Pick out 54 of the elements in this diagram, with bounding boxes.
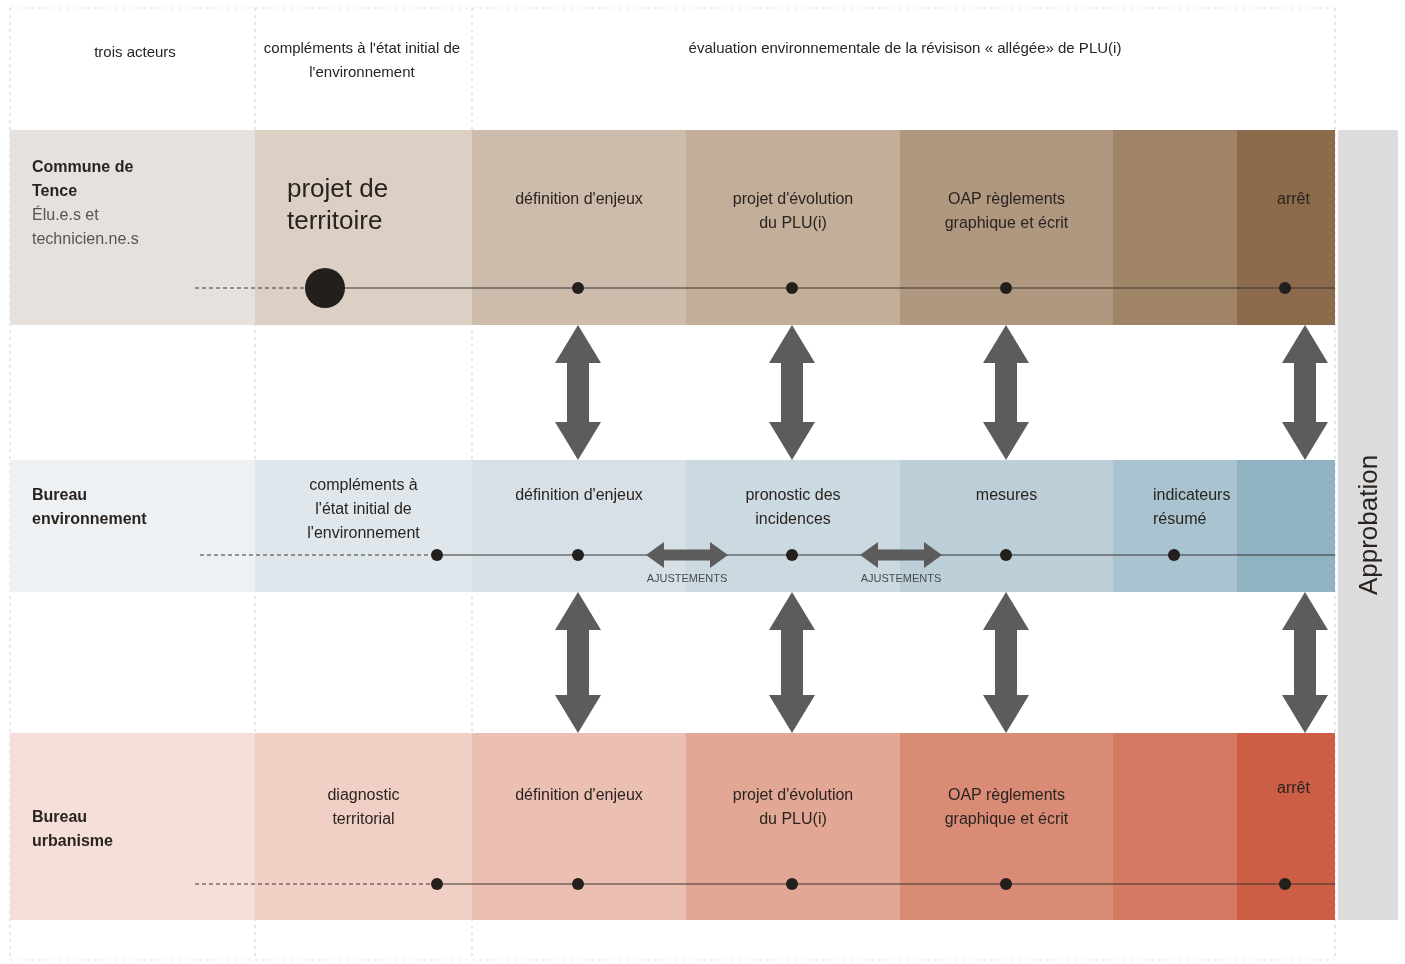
column-header: évaluation environnementale de la révisison « allégée» de PLU(i) (687, 38, 1123, 58)
approval-band (1338, 130, 1398, 920)
edge-label: AJUSTEMENTS (646, 572, 728, 584)
edge-label: AJUSTEMENTS (860, 572, 942, 584)
double-arrow (555, 592, 601, 733)
phase-label: projet d'évolution du PLU(i) (731, 785, 855, 829)
phase-cell (472, 733, 686, 920)
actor-cell (10, 460, 255, 592)
phase-label: arrêt (1276, 189, 1311, 209)
phase-label: indicateurs résumé (1152, 485, 1232, 529)
phase-cell (472, 130, 686, 325)
phase-cell (1237, 733, 1335, 920)
double-arrow (769, 592, 815, 733)
band-label: Approbation (1352, 454, 1384, 596)
phase-cell (1237, 130, 1335, 325)
phase-label: OAP règlements graphique et écrit (943, 785, 1070, 829)
empty-phase-cell (1113, 130, 1237, 325)
phase-cell (255, 733, 472, 920)
phase-label: diagnostic territorial (326, 785, 401, 829)
double-arrow (769, 325, 815, 460)
empty-phase-cell (1113, 733, 1237, 920)
phase-label: définition d'enjeux (514, 785, 644, 805)
double-arrow (983, 592, 1029, 733)
column-header: compléments à l'état initial de l'environnement (262, 38, 462, 82)
phase-label: arrêt (1276, 778, 1311, 798)
phase-label: projet de territoire (286, 172, 390, 236)
actor-role: Élu.e.s et technicien.ne.s (32, 204, 140, 249)
phase-label: définition d'enjeux (514, 189, 644, 209)
column-header: trois acteurs (93, 42, 177, 62)
actor-name: Bureau environnement (32, 485, 148, 529)
actor-cell (10, 733, 255, 920)
double-arrow (983, 325, 1029, 460)
double-arrow (646, 542, 728, 568)
double-arrow (555, 325, 601, 460)
double-arrow (860, 542, 942, 568)
phase-cell (255, 130, 472, 325)
phase-label: mesures (974, 485, 1039, 505)
phase-label: pronostic des incidences (744, 485, 842, 529)
actor-cell (10, 130, 255, 325)
phase-cell (686, 733, 900, 920)
phase-cell (1113, 460, 1237, 592)
phase-cell (255, 460, 472, 592)
double-arrow (1282, 592, 1328, 733)
phase-cell (900, 130, 1113, 325)
phase-label: compléments à l'état initial de l'environnement (306, 475, 421, 543)
phase-cell (900, 733, 1113, 920)
actor-name: Bureau urbanisme (32, 807, 114, 851)
actor-name: Commune de Tence (32, 157, 135, 201)
phase-label: définition d'enjeux (514, 485, 644, 505)
phase-label: projet d'évolution du PLU(i) (731, 189, 855, 233)
double-arrow (1282, 325, 1328, 460)
phase-label: OAP règlements graphique et écrit (943, 189, 1070, 233)
empty-phase-cell (1237, 460, 1335, 592)
phase-cell (686, 130, 900, 325)
